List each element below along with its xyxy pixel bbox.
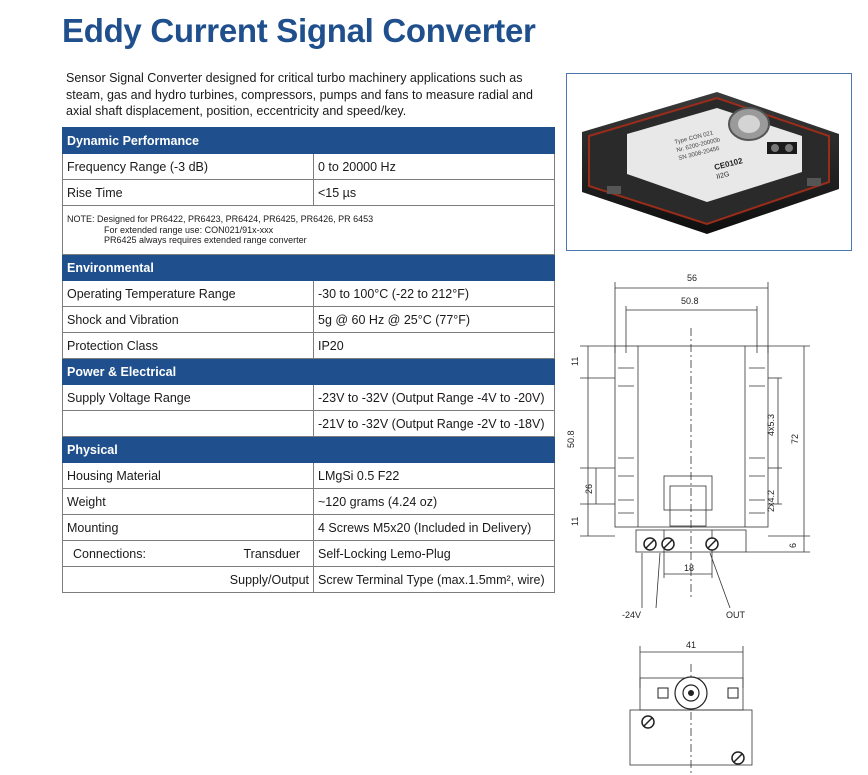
section-header-physical: Physical (62, 436, 555, 463)
table-row: Frequency Range (-3 dB) 0 to 20000 Hz (62, 153, 555, 180)
row-label: Rise Time (62, 179, 314, 206)
supply-label: Supply/Output (62, 566, 314, 593)
note-row: NOTE: Designed for PR6422, PR6423, PR642… (62, 205, 555, 255)
dim-4x5-3: 4x5.3 (766, 414, 776, 436)
page-title: Eddy Current Signal Converter (62, 12, 536, 49)
table-row: Shock and Vibration 5g @ 60 Hz @ 25°C (7… (62, 306, 555, 333)
table-row: Weight ~120 grams (4.24 oz) (62, 488, 555, 515)
dim-50-8-top: 50.8 (681, 296, 699, 306)
row-label: Housing Material (62, 462, 314, 489)
note-line-1: NOTE: Designed for PR6422, PR6423, PR642… (67, 214, 374, 225)
row-value: <15 µs (313, 179, 555, 206)
table-row: Operating Temperature Range -30 to 100°C… (62, 280, 555, 307)
table-row: -21V to -32V (Output Range -2V to -18V) (62, 410, 555, 437)
terminal-screws (643, 537, 719, 551)
row-label: Supply Voltage Range (62, 384, 314, 411)
dim-11-bottom: 11 (570, 517, 580, 526)
label-minus24v: -24V (622, 610, 641, 620)
table-row: Rise Time <15 µs (62, 179, 555, 206)
row-value: -30 to 100°C (-22 to 212°F) (313, 280, 555, 307)
table-row: Connections: Transduer Self-Locking Lemo… (62, 540, 555, 567)
spec-table: Dynamic Performance Frequency Range (-3 … (62, 127, 555, 593)
row-label (62, 410, 314, 437)
row-value: 0 to 20000 Hz (313, 153, 555, 180)
note-line-3: PR6425 always requires extended range co… (104, 235, 307, 246)
row-label: Protection Class (62, 332, 314, 359)
table-row: Supply Voltage Range -23V to -32V (Outpu… (62, 384, 555, 411)
row-value: LMgSi 0.5 F22 (313, 462, 555, 489)
dim-11-top: 11 (570, 357, 580, 366)
transducer-value: Self-Locking Lemo-Plug (313, 540, 555, 567)
row-label: Operating Temperature Range (62, 280, 314, 307)
table-row: Supply/Output Screw Terminal Type (max.1… (62, 566, 555, 593)
dim-6: 6 (788, 543, 798, 548)
table-row: Protection Class IP20 (62, 332, 555, 359)
dim-18: 18 (684, 563, 694, 573)
intro-paragraph: Sensor Signal Converter designed for cri… (66, 71, 533, 118)
row-label: Mounting (62, 514, 314, 541)
dimension-drawing: 56 50.8 11 50.8 26 11 4x5.3 72 2x4.2 6 1… (566, 273, 810, 773)
dim-72: 72 (790, 434, 800, 444)
bottom-view-details (641, 676, 745, 765)
converter-image: Type CON 021 Nr. 6200-20000b SN 3008-204… (582, 92, 839, 234)
connections-label: Connections: (73, 546, 146, 561)
row-value: 4 Screws M5x20 (Included in Delivery) (313, 514, 555, 541)
note-line-2: For extended range use: CON021/91x-xxx (104, 224, 274, 235)
section-header-power: Power & Electrical (62, 358, 555, 385)
table-row: Mounting 4 Screws M5x20 (Included in Del… (62, 514, 555, 541)
row-label: Frequency Range (-3 dB) (62, 153, 314, 180)
label-out: OUT (726, 610, 746, 620)
dim-56: 56 (687, 273, 697, 283)
row-value: IP20 (313, 332, 555, 359)
section-header-environmental: Environmental (62, 254, 555, 281)
row-value: ~120 grams (4.24 oz) (313, 488, 555, 515)
section-header-dynamic: Dynamic Performance (62, 127, 555, 154)
transducer-label: Transduer (243, 546, 300, 561)
supply-value: Screw Terminal Type (max.1.5mm², wire) (313, 566, 555, 593)
row-value: 5g @ 60 Hz @ 25°C (77°F) (313, 306, 555, 333)
photo-ex-mark: II2G (716, 171, 731, 181)
dim-50-8-side: 50.8 (566, 430, 576, 448)
dim-41: 41 (686, 640, 696, 650)
row-value: -21V to -32V (Output Range -2V to -18V) (313, 410, 555, 437)
row-label: Shock and Vibration (62, 306, 314, 333)
table-row: Housing Material LMgSi 0.5 F22 (62, 462, 555, 489)
row-label: Weight (62, 488, 314, 515)
row-value: -23V to -32V (Output Range -4V to -20V) (313, 384, 555, 411)
product-photo: Type CON 021 Nr. 6200-20000b SN 3008-204… (566, 73, 852, 251)
dim-26: 26 (584, 484, 594, 494)
dim-2x4-2: 2x4.2 (766, 490, 776, 512)
